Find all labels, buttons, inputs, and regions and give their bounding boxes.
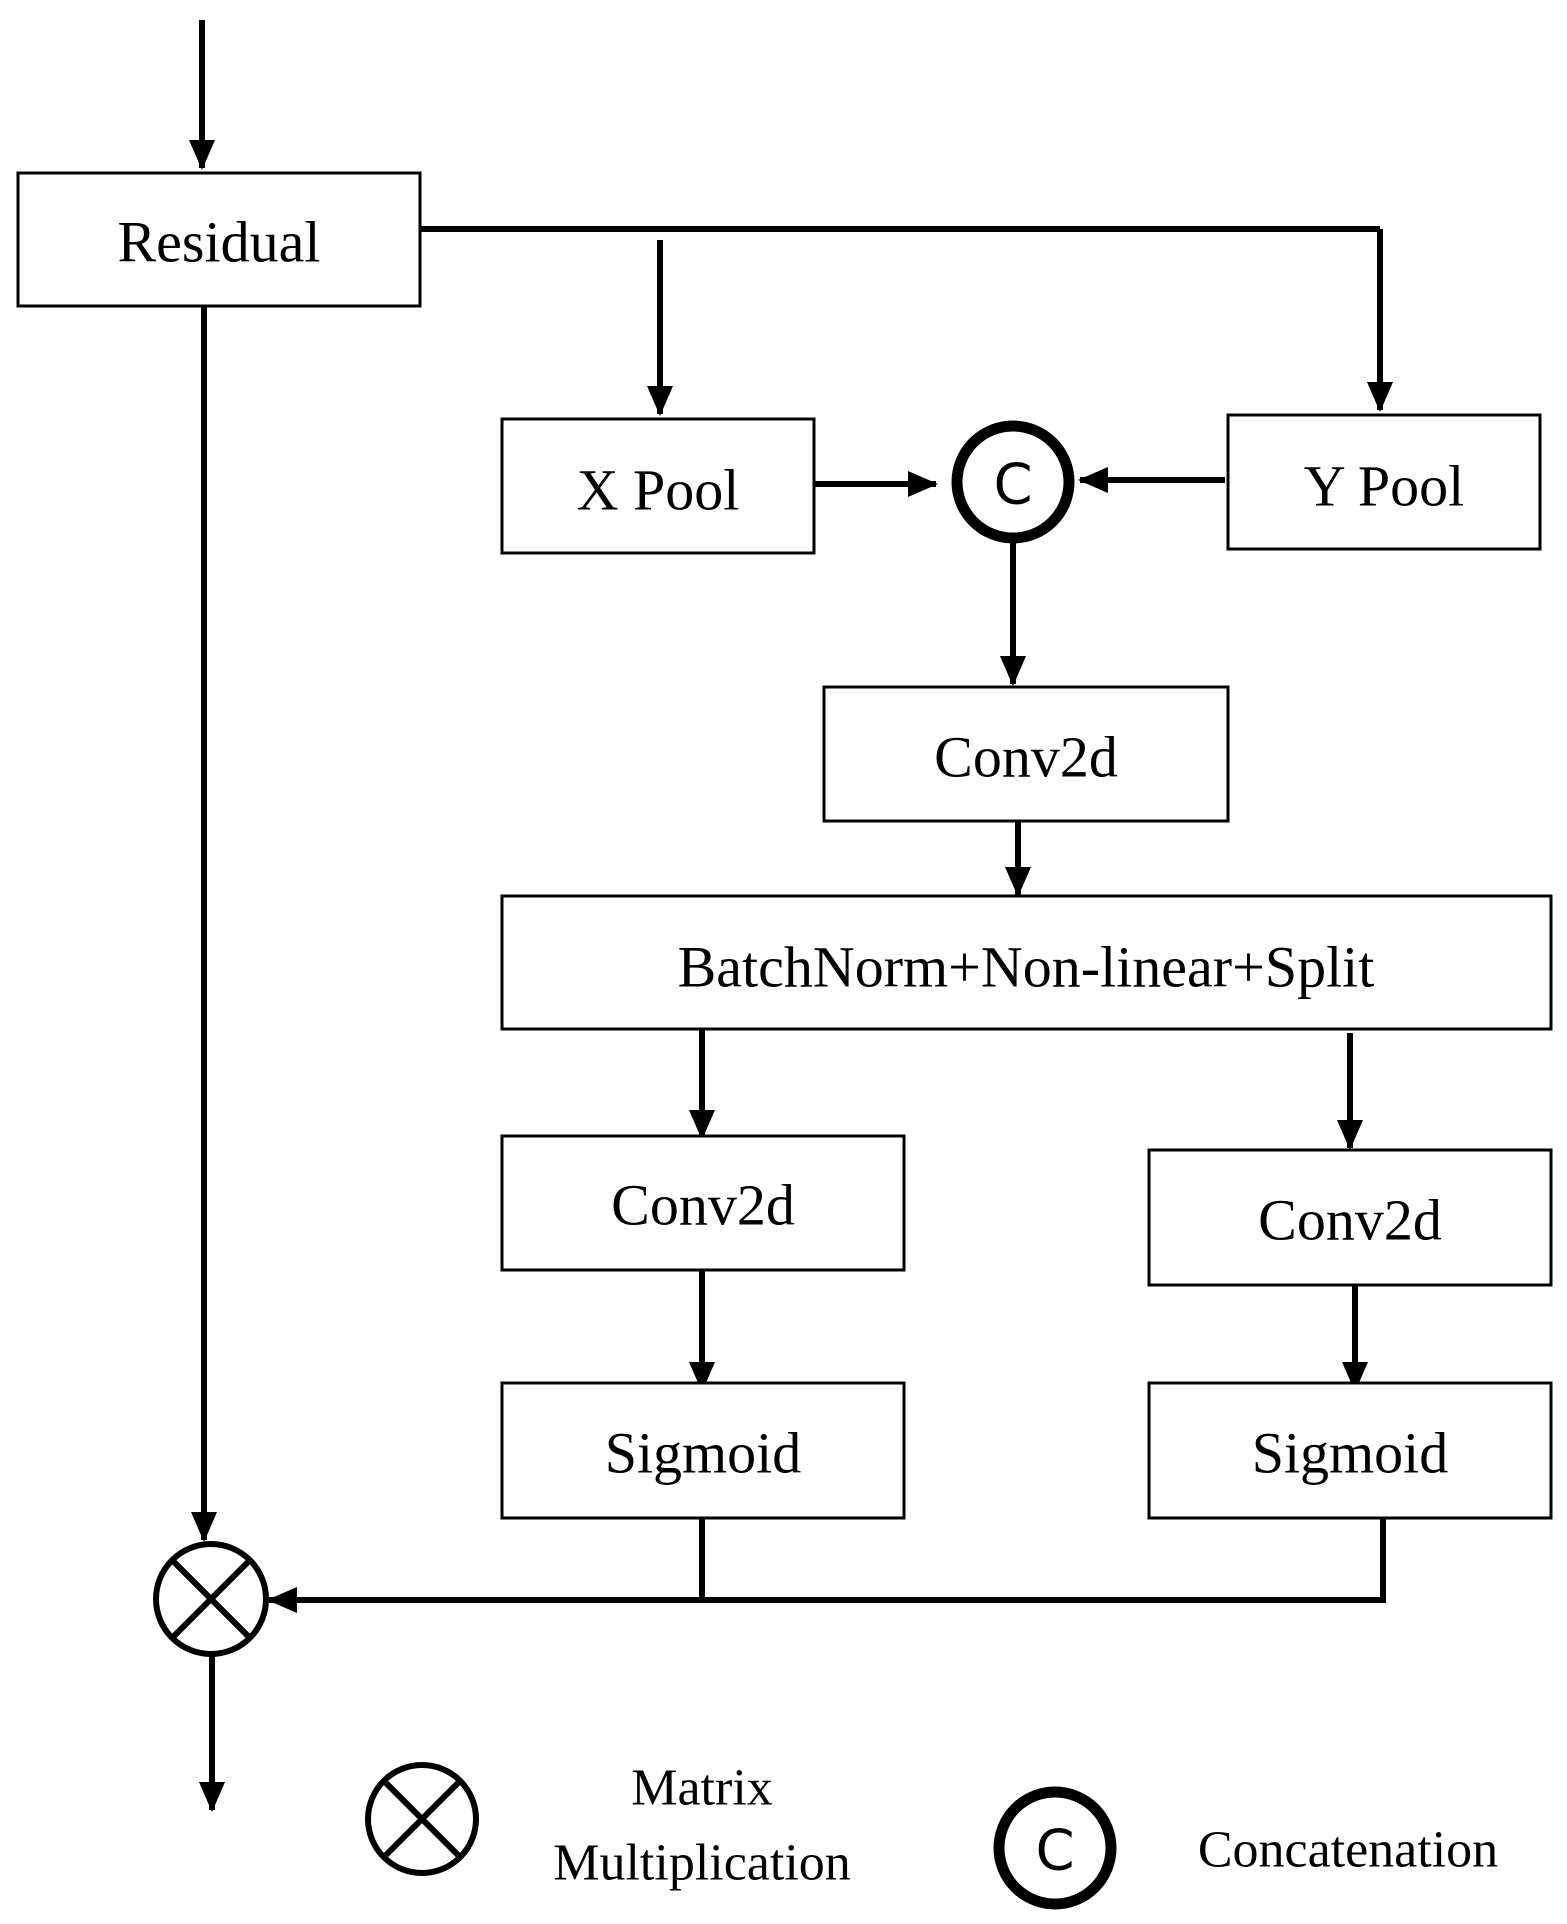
sigmoid-left-node: Sigmoid	[500, 1381, 906, 1520]
y-pool-label: Y Pool	[1304, 454, 1465, 519]
conv2d-top-label: Conv2d	[934, 725, 1118, 790]
y-pool-node: Y Pool	[1226, 413, 1542, 551]
concatenation-node: C	[951, 420, 1075, 544]
connectors	[189, 20, 1393, 1812]
legend-matrix-multiplication-icon	[365, 1762, 479, 1876]
conv2d-left-label: Conv2d	[611, 1173, 795, 1238]
multiply-cross-b	[171, 1559, 251, 1639]
residual-node: Residual	[16, 171, 422, 308]
batchnorm-node: BatchNorm+Non-linear+Split	[500, 894, 1553, 1031]
batchnorm-label: BatchNorm+Non-linear+Split	[678, 935, 1375, 1000]
residual-label: Residual	[118, 210, 321, 275]
sigmoid-right-node: Sigmoid	[1147, 1381, 1553, 1520]
conv2d-left-node: Conv2d	[500, 1134, 906, 1272]
legend-matrix-label-line2: Multiplication	[553, 1835, 851, 1892]
concatenation-symbol: C	[993, 453, 1032, 518]
legend-concatenation-icon: C	[993, 1786, 1117, 1910]
sigmoid-right-label: Sigmoid	[1252, 1421, 1449, 1486]
legend-concat-symbol: C	[1035, 1819, 1074, 1884]
matrix-multiplication-node	[153, 1541, 269, 1657]
conv2d-right-node: Conv2d	[1147, 1148, 1553, 1287]
legend-matrix-label-line1: Matrix	[631, 1760, 773, 1817]
legend-concatenation-label: Concatenation	[1198, 1822, 1498, 1879]
sigmoid-left-label: Sigmoid	[605, 1421, 802, 1486]
conv2d-right-label: Conv2d	[1258, 1188, 1442, 1253]
x-pool-node: X Pool	[500, 417, 816, 555]
conv2d-top-node: Conv2d	[822, 685, 1230, 823]
legend: Matrix Multiplication C Concatenation	[365, 1760, 1498, 1910]
x-pool-label: X Pool	[577, 458, 740, 523]
